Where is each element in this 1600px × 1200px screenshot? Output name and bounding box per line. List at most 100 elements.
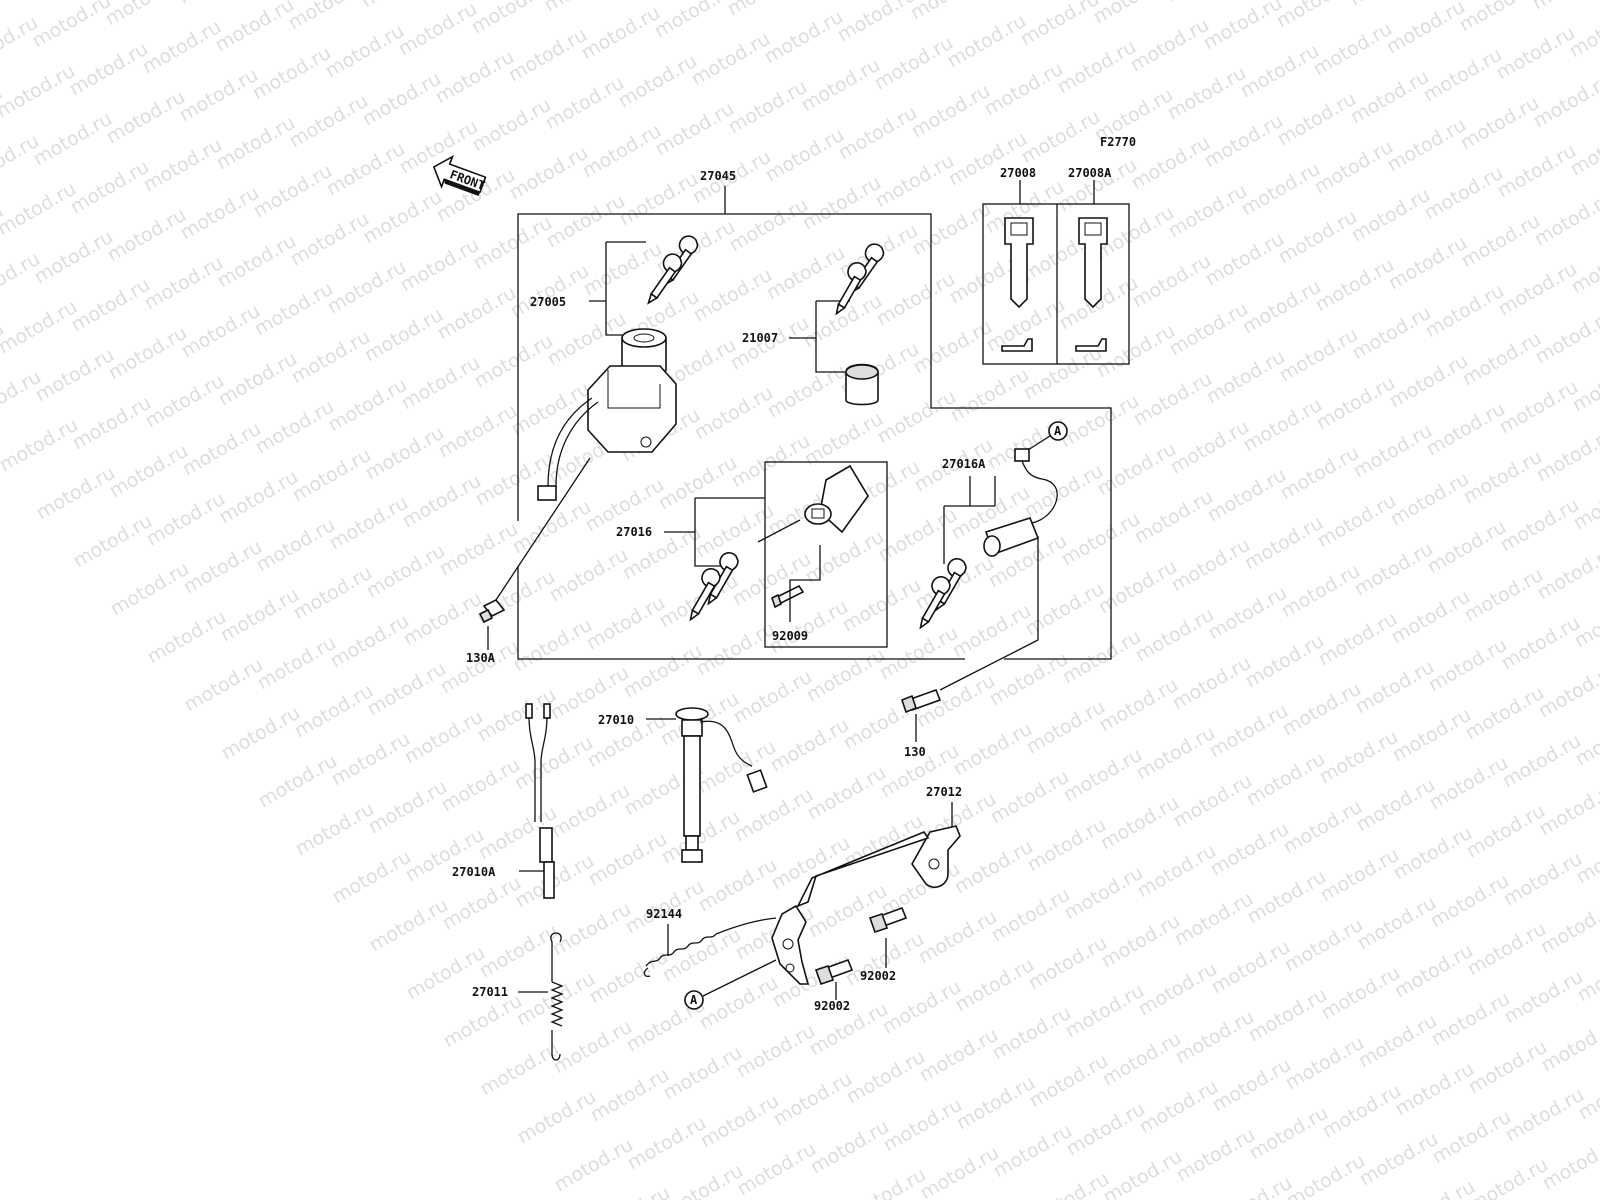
watermark-text: motod.ru [1532,306,1600,369]
watermark-text: motod.ru [397,234,483,297]
watermark-text: motod.ru [944,10,1030,73]
watermark-text: motod.ru [1130,368,1216,431]
watermark-text: motod.ru [364,658,450,721]
watermark-text: motod.ru [616,168,702,231]
watermark-text: motod.ru [807,1116,893,1179]
watermark-text: motod.ru [105,322,191,385]
watermark-text: motod.ru [1312,254,1398,317]
watermark-text: motod.ru [1391,940,1477,1003]
watermark-text: motod.ru [67,156,153,219]
watermark-text: motod.ru [542,72,628,135]
watermark-text: motod.ru [326,492,412,555]
watermark-text: motod.ru [916,1024,1002,1087]
watermark-text: motod.ru [624,1112,710,1175]
watermark-text: motod.ru [586,946,672,1009]
watermark-text: motod.ru [1166,298,1252,361]
watermark-text: motod.ru [1354,892,1440,955]
watermark-text: motod.ru [253,514,339,577]
watermark-text: motod.ru [949,600,1035,663]
watermark-text: motod.ru [987,766,1073,829]
watermark-text: motod.ru [436,518,522,581]
watermark-text: motod.ru [329,846,415,909]
watermark-text: motod.ru [360,186,446,249]
watermark-text: motod.ru [1241,512,1327,575]
watermark-text: motod.ru [217,584,303,647]
watermark-text: motod.ru [1502,1084,1588,1147]
watermark-text: motod.ru [876,622,962,685]
watermark-text: motod.ru [1539,1132,1600,1195]
watermark-text: motod.ru [1533,424,1600,487]
watermark-text: motod.ru [1353,774,1439,837]
watermark-text: motod.ru [470,212,556,275]
watermark-text: motod.ru [1100,1146,1186,1200]
watermark-text: motod.ru [1280,796,1366,859]
watermark-text: motod.ru [0,0,78,4]
watermark-text: motod.ru [1017,0,1103,50]
watermark-text: motod.ru [401,706,487,769]
watermark-text: motod.ru [1018,106,1104,169]
lock-assembly-27016A: A [909,421,1068,691]
watermark-text: motod.ru [1529,0,1600,14]
watermark-text: motod.ru [550,1016,636,1079]
watermark-text: motod.ru [250,160,336,223]
watermark-text: motod.ru [1204,464,1290,527]
watermark-text: motod.ru [1278,560,1364,623]
watermark-text: motod.ru [989,1002,1075,1065]
label-27016: 27016 [616,525,652,539]
watermark-text: motod.ru [1205,582,1291,645]
watermark-text: motod.ru [1421,162,1507,225]
watermark-text: motod.ru [1282,1032,1368,1095]
watermark-text: motod.ru [1279,678,1365,741]
watermark-text: motod.ru [652,98,738,161]
label-27008A: 27008A [1068,166,1112,180]
watermark-text: motod.ru [471,330,557,393]
watermark-text: motod.ru [1456,0,1542,36]
watermark-text: motod.ru [1311,136,1397,199]
watermark-text: motod.ru [1534,542,1600,605]
watermark-text: motod.ru [1273,0,1359,32]
watermark-text: motod.ru [1499,730,1585,793]
lock-assembly-27016 [664,461,888,648]
watermark-text: motod.ru [358,0,444,12]
watermark-text: motod.ru [981,58,1067,121]
watermark-text: motod.ru [651,0,737,42]
watermark-text: motod.ru [729,548,815,611]
watermark-text: motod.ru [327,610,413,673]
watermark-text: motod.ru [551,1134,637,1197]
watermark-text: motod.ru [0,178,80,241]
watermark-text: motod.ru [908,80,994,143]
watermark-text: motod.ru [1383,0,1469,58]
watermark-text: motod.ru [731,784,817,847]
watermark-text: motod.ru [1536,778,1600,841]
watermark-text: motod.ru [102,0,188,30]
watermark-text: motod.ru [1277,442,1363,505]
watermark-text: motod.ru [1460,446,1546,509]
watermark-text: motod.ru [1535,660,1600,723]
watermark-text: motod.ru [872,150,958,213]
watermark-text: motod.ru [1318,962,1404,1025]
label-27045: 27045 [700,169,736,183]
watermark-text: motod.ru [907,0,993,24]
watermark-text: motod.ru [1497,494,1583,557]
spring-27011 [518,932,564,1061]
watermark-text: motod.ru [1425,634,1511,697]
watermark-text: motod.ru [1133,722,1219,785]
watermark-text: motod.ru [879,976,965,1039]
watermark-text: motod.ru [1025,932,1111,995]
watermark-text: motod.ru [288,326,374,389]
watermark-text: motod.ru [1422,280,1508,343]
watermark-text: motod.ru [1310,18,1396,81]
watermark-text: motod.ru [1420,44,1506,107]
watermark-text: motod.ru [1494,140,1580,203]
watermark-text: motod.ru [476,920,562,983]
watermark-text: motod.ru [1313,372,1399,435]
watermark-text: motod.ru [620,640,706,703]
watermark-text: motod.ru [660,1042,746,1105]
watermark-text: motod.ru [1170,770,1256,833]
watermark-text: motod.ru [359,68,445,131]
watermark-text: motod.ru [909,198,995,261]
watermark-text: motod.ru [1135,958,1221,1021]
label-27016A: 27016A [942,457,986,471]
watermark-text: motod.ru [177,182,263,245]
watermark-text: motod.ru [578,2,664,65]
